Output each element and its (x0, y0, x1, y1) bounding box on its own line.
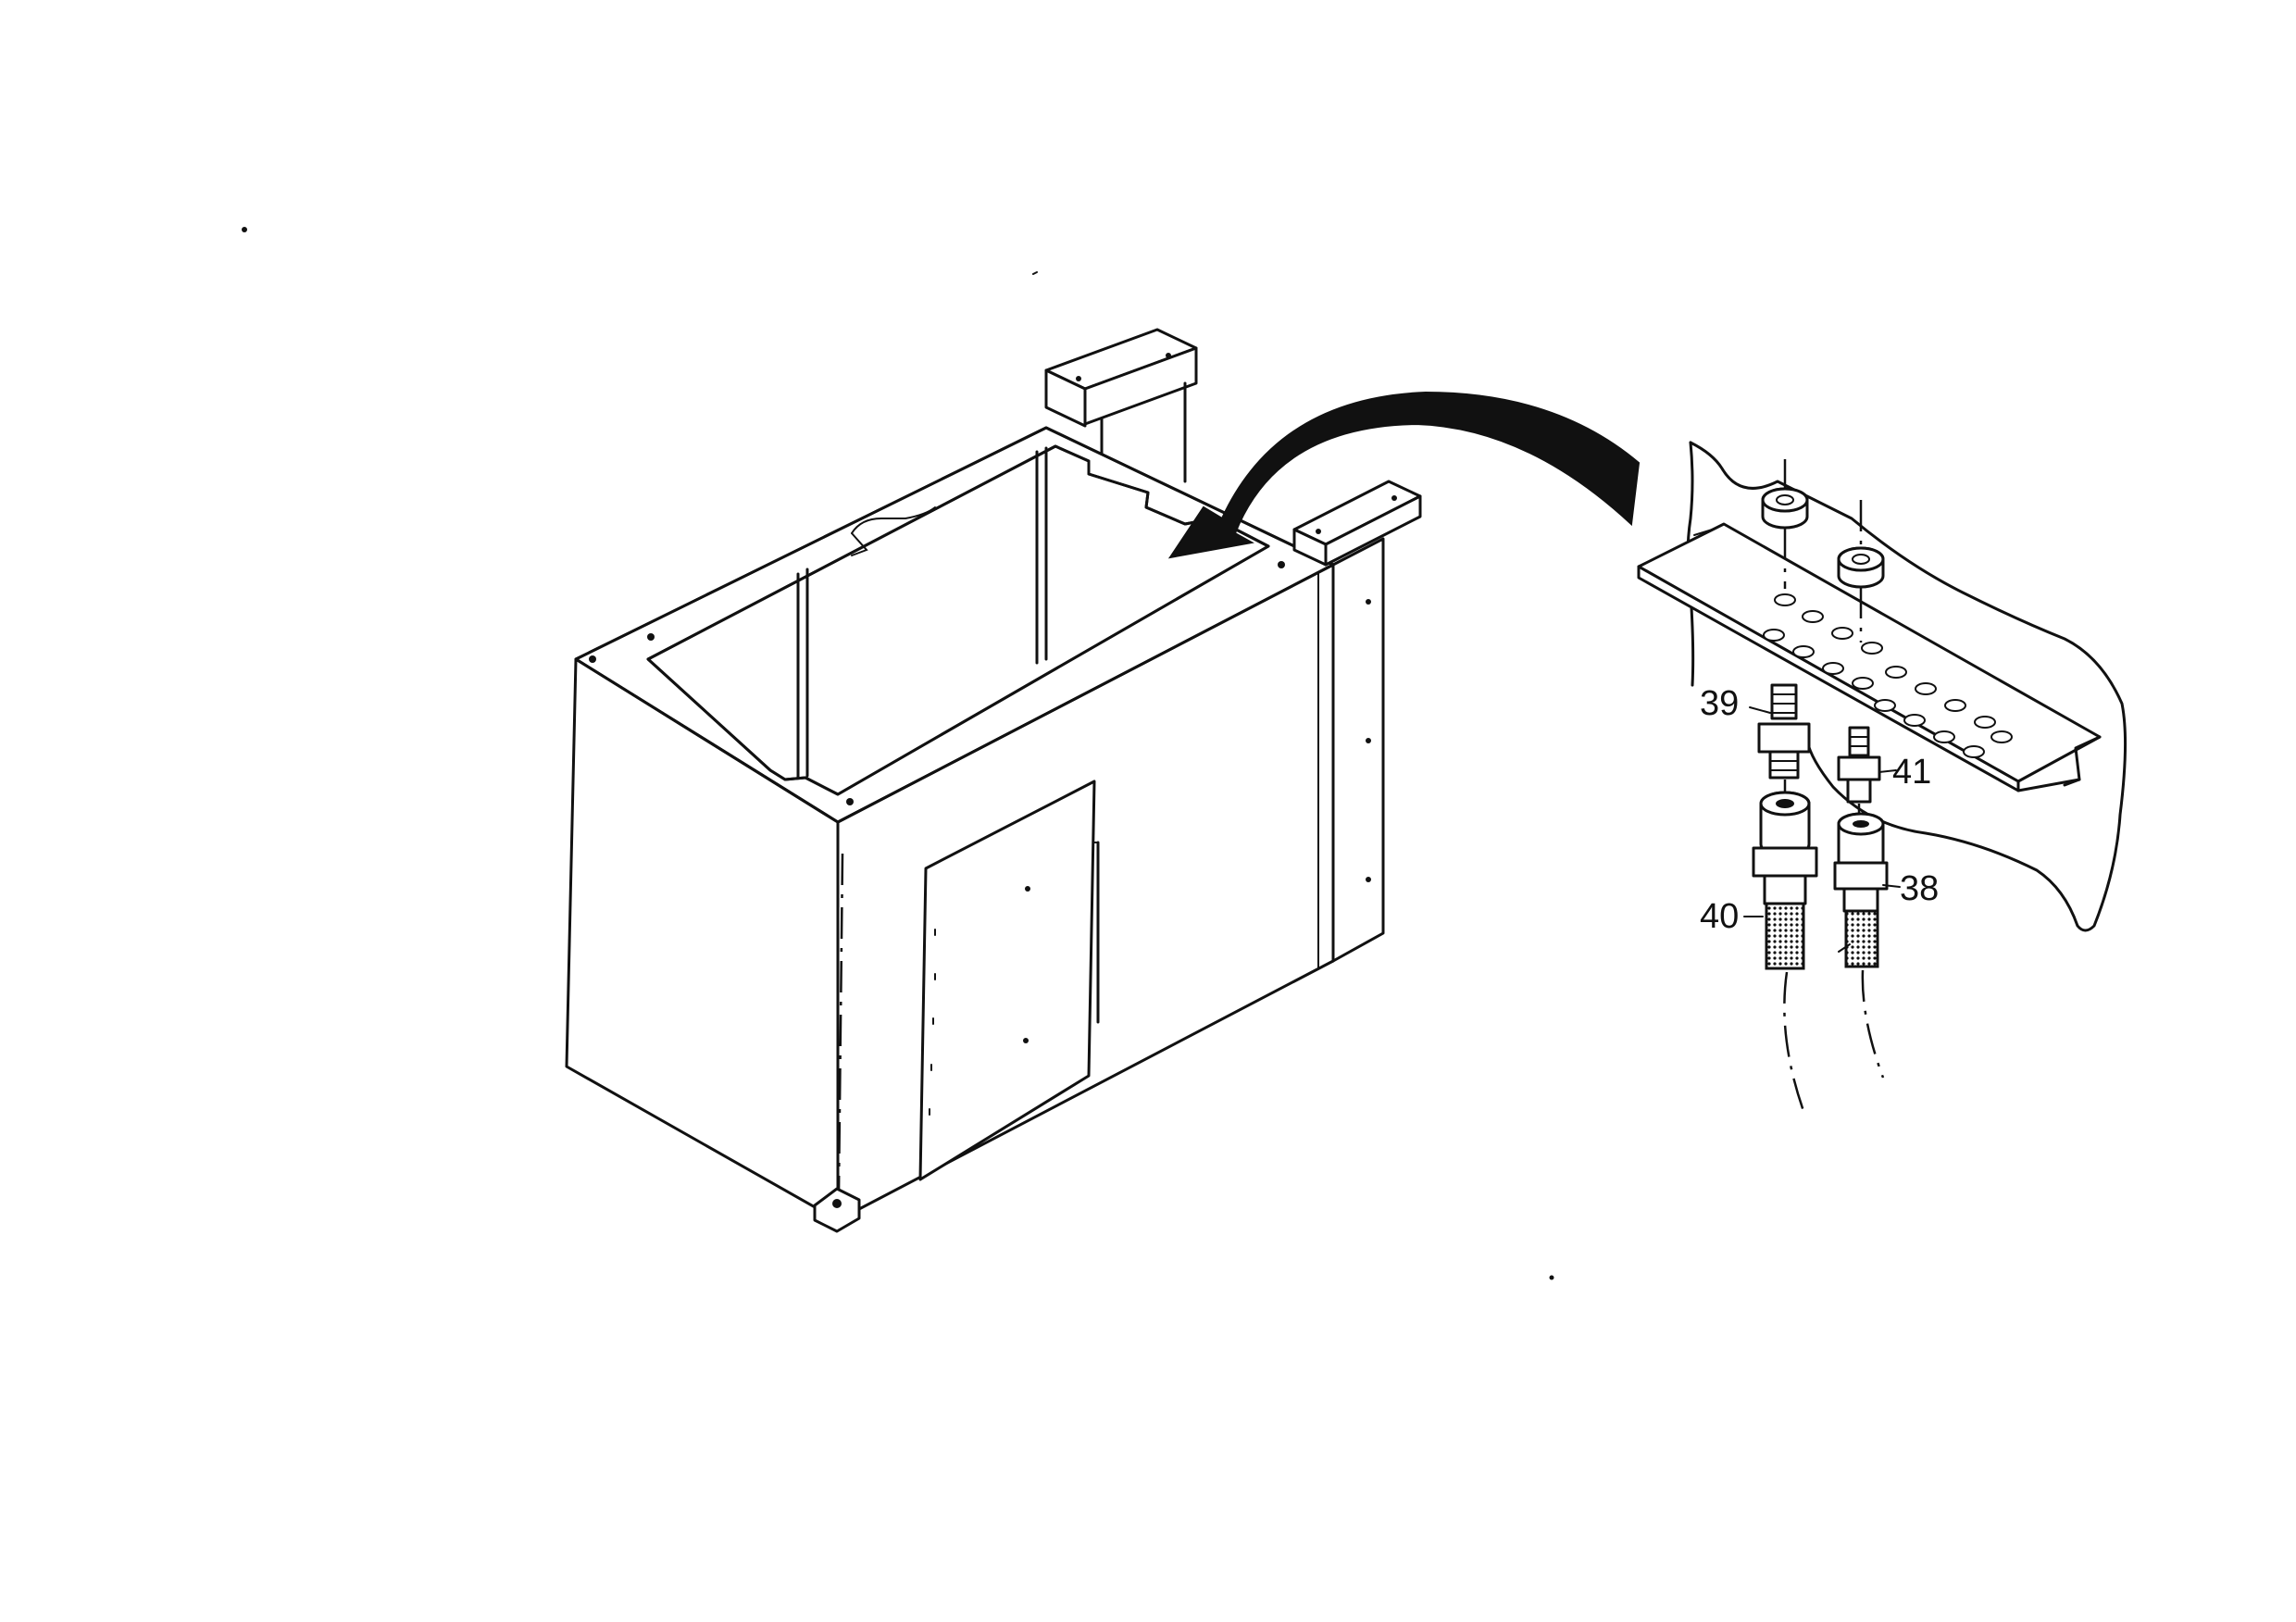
manifold-detail: 39 41 40 38 (1637, 441, 2128, 1112)
upper-nut-right (1837, 546, 1885, 589)
rim-screw (846, 798, 854, 805)
hose-path-left (1783, 971, 1805, 1112)
front-post-top-block (1292, 480, 1422, 567)
right-end-panel (1317, 537, 1385, 969)
fitting-41 (1837, 726, 1881, 804)
upper-nut-left (1761, 487, 1809, 530)
rim-screw (589, 655, 596, 663)
cabinet-frame (565, 328, 1422, 1233)
rim-screw (647, 633, 655, 641)
fitting-39 (1757, 683, 1811, 780)
callout-41: 41 (1892, 753, 1931, 792)
callout-40: 40 (1700, 897, 1739, 936)
hose-40 (1752, 791, 1818, 970)
alignment-line (837, 853, 844, 1195)
curved-arrow (1167, 391, 1641, 559)
rear-post-top-block (1044, 328, 1198, 428)
plate-holes (1763, 593, 2013, 758)
levelling-foot (813, 1187, 861, 1233)
callout-39: 39 (1700, 684, 1739, 723)
hose-path-right (1861, 969, 1885, 1079)
access-door (918, 780, 1100, 1181)
hose-38 (1833, 812, 1889, 968)
rim-screw (1278, 561, 1285, 568)
callout-38: 38 (1900, 869, 1939, 908)
